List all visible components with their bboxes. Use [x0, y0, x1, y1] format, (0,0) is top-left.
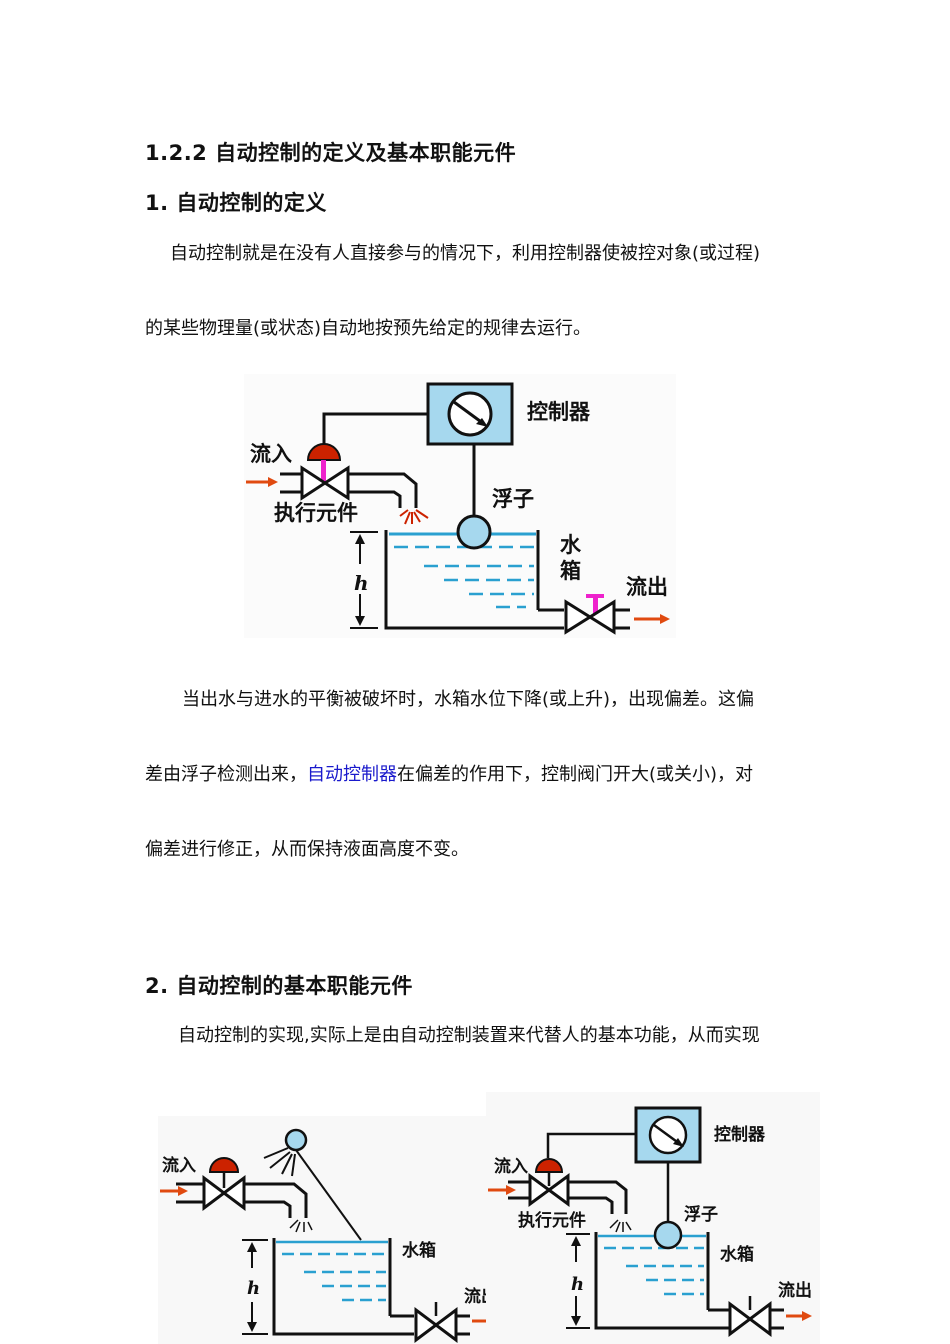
tank-label-2: 箱	[560, 558, 581, 583]
explanation-line-2-end: 在偏差的作用下，控制阀门开大(或关小)，对	[397, 764, 754, 785]
water-tank-control-diagram: 控制器 流入 执行元件	[244, 374, 676, 638]
inflow-label: 流入	[494, 1156, 528, 1177]
tank-label-1: 水	[560, 532, 582, 557]
inlet-valve-icon	[202, 1175, 246, 1211]
outlet-valve-icon	[564, 599, 616, 635]
actuator-label: 执行元件	[518, 1210, 586, 1231]
explanation-line-2-start: 差由浮子检测出来，	[145, 764, 307, 785]
float-label: 浮子	[684, 1204, 718, 1225]
subsection-2-heading: 2. 自动控制的基本职能元件	[145, 974, 413, 998]
subsection-1-heading: 1. 自动控制的定义	[145, 191, 327, 215]
outlet-valve-icon	[728, 1301, 772, 1337]
actuator-dome-icon	[534, 1158, 564, 1173]
controller-label: 控制器	[714, 1124, 766, 1145]
float-label: 浮子	[492, 486, 534, 511]
tank-label: 水箱	[720, 1244, 754, 1265]
inlet-dome-icon	[208, 1157, 240, 1173]
person-head-icon	[284, 1128, 308, 1152]
manual-control-diagram: 流入 水箱 h 流出	[158, 1116, 504, 1344]
float-ball-icon	[653, 1220, 683, 1250]
float-ball-icon	[456, 514, 492, 550]
outflow-label: 流出	[778, 1280, 812, 1301]
definition-paragraph-line-1: 自动控制就是在没有人直接参与的情况下，利用控制器使被控对象(或过程)	[170, 243, 761, 264]
controller-label: 控制器	[527, 399, 591, 424]
height-label: h	[571, 1274, 584, 1295]
actuator-label: 执行元件	[274, 500, 358, 525]
tank-label: 水箱	[402, 1240, 436, 1261]
water-tank	[272, 1238, 414, 1336]
inlet-valve-icon	[300, 465, 350, 501]
explanation-paragraph-line-1: 当出水与进水的平衡被破坏时，水箱水位下降(或上升)，出现偏差。这偏	[182, 689, 755, 710]
functional-elements-paragraph-line-1: 自动控制的实现,实际上是由自动控制装置来代替人的基本功能，从而实现	[178, 1025, 760, 1046]
inflow-label: 流入	[250, 441, 292, 466]
explanation-paragraph-line-3: 偏差进行修正，从而保持液面高度不变。	[145, 839, 469, 860]
explanation-paragraph-line-2: 差由浮子检测出来，自动控制器在偏差的作用下，控制阀门开大(或关小)，对	[145, 760, 753, 786]
definition-paragraph-line-2: 的某些物理量(或状态)自动地按预先给定的规律去运行。	[145, 318, 592, 339]
water-tank	[384, 530, 564, 630]
water-tank	[594, 1232, 730, 1330]
automatic-control-diagram: 控制器 流入 执行元件 浮子 水箱	[486, 1092, 820, 1344]
outflow-label: 流出	[626, 574, 668, 599]
automatic-controller-link[interactable]: 自动控制器	[307, 764, 397, 785]
outlet-valve-icon	[414, 1307, 458, 1343]
inflow-label: 流入	[162, 1155, 196, 1176]
inlet-valve-icon	[528, 1173, 570, 1207]
height-label: h	[247, 1278, 260, 1299]
actuator-dome-icon	[306, 443, 342, 461]
height-label: h	[354, 571, 369, 595]
section-heading: 1.2.2 自动控制的定义及基本职能元件	[145, 141, 517, 165]
